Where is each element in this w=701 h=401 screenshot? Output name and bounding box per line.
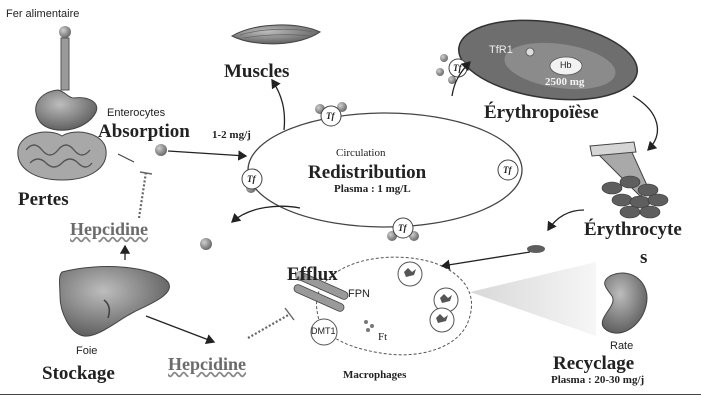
label-recyclage: Recyclage [553,354,634,373]
digestive-tract-illustration [18,26,106,180]
erythrocyte-cluster [602,176,668,218]
label-efflux: Efflux [287,265,338,284]
label-hepcidine-top: Hepcidine [70,220,148,238]
label-macrophages: Macrophages [343,370,406,381]
label-dmt1: DMT1 [311,327,336,336]
liver-illustration [60,267,170,337]
arrow-absorption [168,151,246,156]
tf-label-left: Tf [247,175,256,184]
arrow-erythropoiese-to-erythrocytes [633,96,657,150]
label-foie: Foie [76,346,97,357]
label-rate: Rate [610,341,633,352]
bottom-rule [0,394,701,395]
label-fpn: FPN [348,289,370,300]
label-hepcidine-bottom: Hepcidine [168,355,246,373]
label-plasma-recyclage: Plasma : 20-30 mg/j [551,375,644,386]
label-hb-amount: 2500 mg [545,77,584,88]
label-ft: Ft [378,332,387,343]
label-fer-alimentaire: Fer alimentaire [6,9,79,20]
arrow-liver-to-hepcidine [146,316,214,342]
arrow-erythrocyte-to-macrophage [442,252,530,266]
arrow-erythrocytes-to-circulation [548,210,584,230]
spleen-illustration [602,273,647,333]
intestines [18,132,106,180]
tfr1-iron-ball [526,48,534,56]
muscle-illustration [232,25,320,44]
tf-label-bottom: Tf [398,224,407,233]
label-muscles: Muscles [224,62,289,81]
label-stockage: Stockage [42,364,115,383]
ferritin-dots [364,320,374,332]
label-circulation: Circulation [336,148,386,159]
label-erythropoiese: Érythropoïèse [484,103,599,122]
inhibition-absorption [139,172,146,218]
label-enterocytes: Enterocytes [107,108,165,119]
arrow-to-muscles [272,80,285,130]
recycling-beam [470,262,596,336]
label-plasma-circulation: Plasma : 1 mg/L [334,184,411,195]
label-absorption: Absorption [98,122,190,141]
dietary-iron-ball [59,26,71,38]
tf-label-erythroblast: Tf [453,64,462,73]
inhibition-ferroportin [248,314,290,338]
tf-label-top: Tf [326,112,335,121]
label-pertes: Pertes [18,190,69,209]
label-hb: Hb [560,61,572,70]
phagosome-1 [398,262,422,286]
iron-ball-enterocyte [155,144,167,156]
label-redistribution: Redistribution [308,163,426,182]
label-erythrocytes: Érythrocyte [584,220,682,239]
stomach [36,90,97,130]
arrow-circulation-to-liver [232,206,300,222]
label-erythrocytes-wrap: s [640,248,647,267]
label-tfr1: TfR1 [489,45,513,56]
hepcidine-inhibition [139,172,290,338]
label-absorption-rate: 1-2 mg/j [212,130,251,141]
pertes-dash [118,154,134,162]
esophagus [61,38,69,90]
phagosome-3 [430,308,454,332]
tf-label-right: Tf [503,166,512,175]
iron-ball-stockage [200,238,212,250]
